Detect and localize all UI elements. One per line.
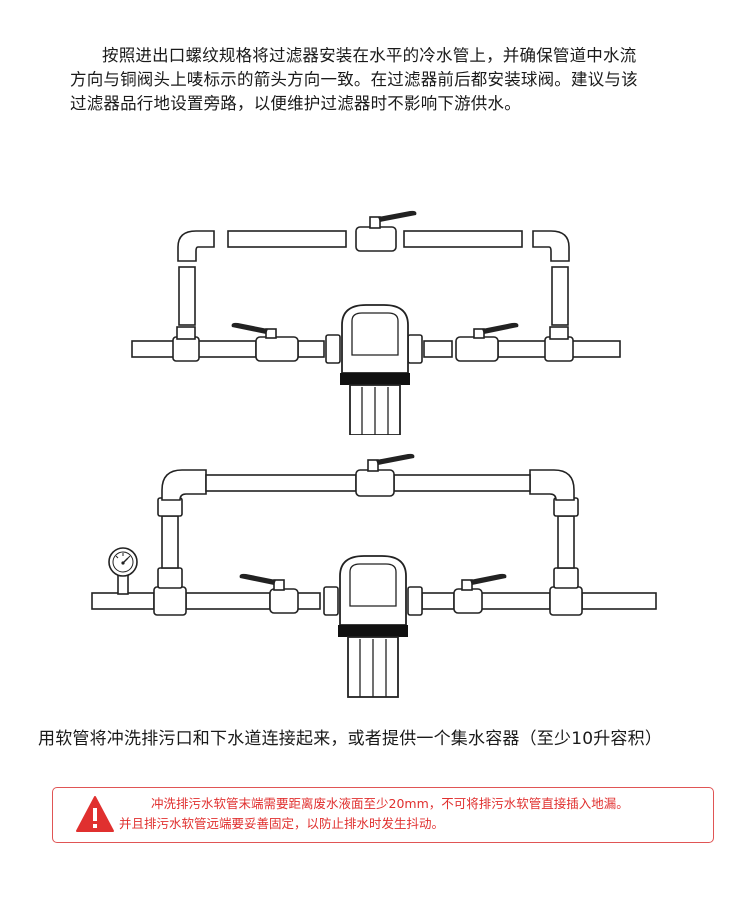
hose-instruction: 用软管将冲洗排污口和下水道连接起来，或者提供一个集水容器（至少10升容积） [38,729,663,749]
intro-line-1: 按照进出口螺纹规格将过滤器安装在水平的冷水管上，并确保管道中水流 [102,46,637,65]
bypass-diagram-top [131,210,621,435]
warning-line-1: 冲洗排污水软管末端需要距离废水液面至少20mm，不可将排污水软管直接插入地漏。 [151,796,629,811]
intro-line-3: 过滤器品行地设置旁路，以便维护过滤器时不影响下游供水。 [70,94,521,113]
intro-line-2: 方向与铜阀头上唛标示的箭头方向一致。在过滤器前后都安装球阀。建议与该 [70,70,638,89]
warning-triangle-icon [76,796,114,832]
warning-line-2: 并且排污水软管远端要妥善固定，以防止排水时发生抖动。 [119,816,445,831]
bypass-diagram-bottom [91,453,657,698]
intro-paragraph: 按照进出口螺纹规格将过滤器安装在水平的冷水管上，并确保管道中水流 方向与铜阀头上… [70,44,710,116]
warning-box: 冲洗排污水软管末端需要距离废水液面至少20mm，不可将排污水软管直接插入地漏。 … [52,787,714,843]
